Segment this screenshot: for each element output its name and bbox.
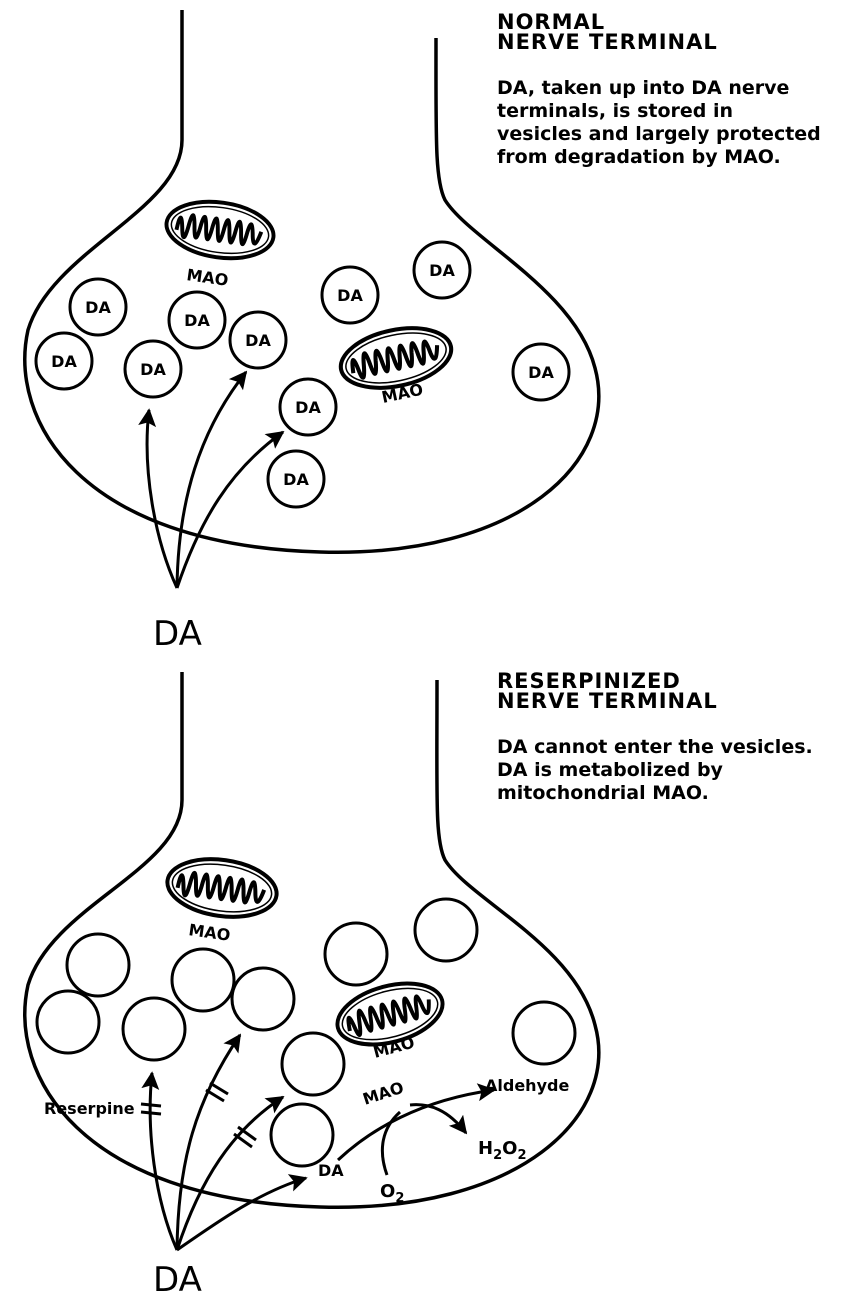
cytoplasmic-da-label: DA [318,1161,344,1180]
normal-terminal-panel: MAO MAO DA DA DA DA DA DA DA DA DA DA DA [25,10,599,654]
blocked-arrow [177,1097,283,1250]
vesicle [325,923,387,985]
uptake-arrow [177,432,283,588]
vesicle: DA [414,242,470,298]
vesicle [513,1002,575,1064]
vesicle [282,1033,344,1095]
vesicle: DA [322,267,378,323]
mao-label: MAO [187,920,231,945]
mitochondrion [163,195,277,264]
o2-label: O2 [380,1181,404,1206]
uptake-arrow [177,372,246,588]
mao-reaction-arrow [338,1090,494,1160]
external-da-label: DA [153,614,202,654]
svg-text:DA: DA [140,360,166,379]
svg-text:DA: DA [85,298,111,317]
vesicle: DA [125,341,181,397]
aldehyde-label: Aldehyde [485,1076,569,1095]
mitochondrion [164,853,281,924]
o2-input-line [382,1112,400,1175]
blocked-arrow [150,1073,177,1250]
vesicle: DA [280,379,336,435]
reserpinized-terminal-panel: MAO MAO [25,672,599,1300]
vesicle [232,968,294,1030]
vesicle [172,949,234,1011]
svg-text:DA: DA [295,398,321,417]
vesicle [415,899,477,961]
reserpine-label: Reserpine [44,1099,135,1118]
mao-label: MAO [185,265,229,290]
mao-label: MAO [380,380,425,407]
mao-label: MAO [371,1033,416,1062]
vesicle [67,934,129,996]
vesicle: DA [36,333,92,389]
mao-enzyme-label: MAO [360,1078,406,1109]
vesicle: DA [268,451,324,507]
svg-text:DA: DA [51,352,77,371]
uptake-arrow [147,410,177,588]
svg-text:DA: DA [429,261,455,280]
h2o2-label: H2O2 [478,1138,526,1163]
empty-vesicles [37,899,575,1166]
svg-text:DA: DA [245,331,271,350]
vesicle: DA [169,292,225,348]
vesicle [271,1104,333,1166]
uptake-arrows [147,372,283,588]
vesicle: DA [230,312,286,368]
vesicle [37,991,99,1053]
svg-text:DA: DA [337,286,363,305]
external-da-label: DA [153,1260,202,1300]
terminal-membrane [25,672,599,1207]
vesicle: DA [513,344,569,400]
svg-text:DA: DA [283,470,309,489]
vesicle [123,998,185,1060]
svg-text:DA: DA [184,311,210,330]
svg-text:DA: DA [528,363,554,382]
vesicle: DA [70,279,126,335]
